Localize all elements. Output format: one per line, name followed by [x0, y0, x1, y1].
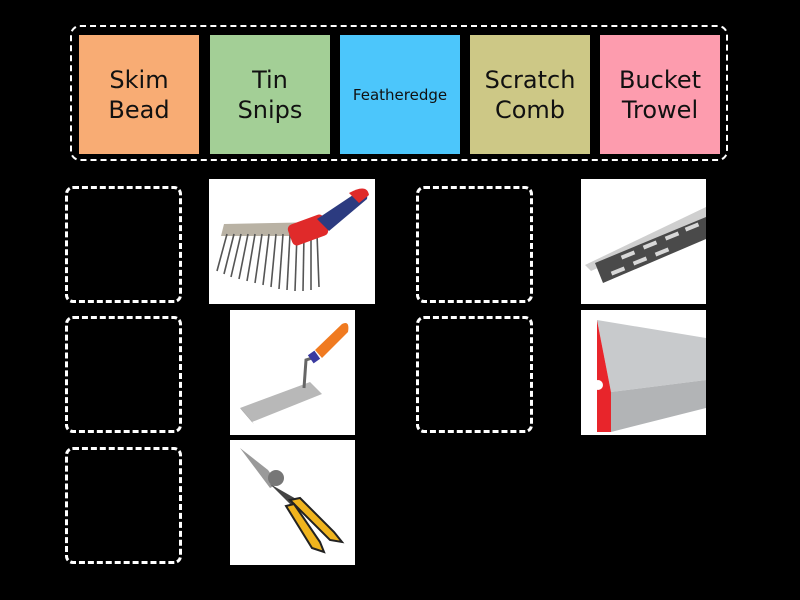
skim-bead-image[interactable] — [581, 179, 706, 304]
tile-label: Skim Bead — [108, 65, 170, 124]
tin-snips-icon — [240, 448, 345, 554]
tile-label: Featheredge — [352, 85, 448, 104]
tile-label: Tin Snips — [237, 65, 303, 124]
scratch-comb-image[interactable] — [209, 179, 375, 304]
tile-scratch-comb[interactable]: Scratch Comb — [470, 35, 590, 154]
tile-featheredge[interactable]: Featheredge — [340, 35, 460, 154]
tile-skim-bead[interactable]: Skim Bead — [79, 35, 199, 154]
drop-zone-1[interactable] — [65, 186, 182, 303]
tin-snips-image[interactable] — [230, 440, 355, 565]
drop-zone-3[interactable] — [65, 447, 182, 564]
answer-tray — [70, 25, 728, 161]
tile-label: Bucket Trowel — [618, 65, 702, 124]
tile-tin-snips[interactable]: Tin Snips — [210, 35, 330, 154]
bucket-trowel-image[interactable] — [230, 310, 355, 435]
scratch-comb-icon — [216, 188, 369, 292]
drop-zone-4[interactable] — [416, 186, 533, 303]
skim-bead-icon — [585, 207, 706, 283]
tile-label: Scratch Comb — [484, 65, 576, 124]
tile-bucket-trowel[interactable]: Bucket Trowel — [600, 35, 720, 154]
featheredge-image[interactable] — [581, 310, 706, 435]
drop-zone-2[interactable] — [65, 316, 182, 433]
bucket-trowel-icon — [240, 323, 349, 424]
drop-zone-5[interactable] — [416, 316, 533, 433]
featheredge-icon — [593, 320, 706, 432]
